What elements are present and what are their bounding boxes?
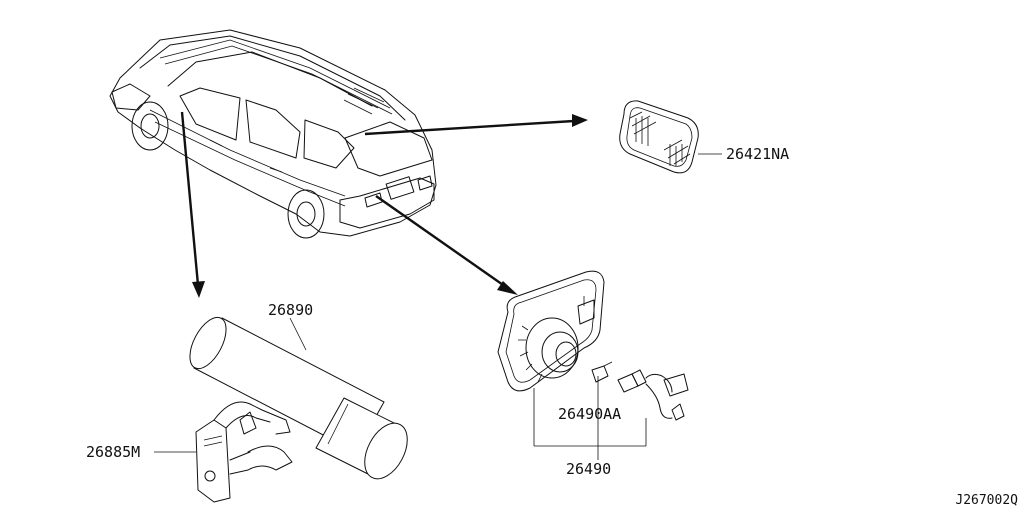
leader-arrows <box>180 111 588 298</box>
leader-26890 <box>289 317 307 351</box>
label-26490: 26490 <box>566 460 611 478</box>
label-26885M: 26885M <box>86 443 140 461</box>
lens-part <box>619 100 699 174</box>
vehicle-illustration <box>109 29 437 239</box>
flashlight-part <box>189 316 408 480</box>
bulb-part <box>591 361 613 383</box>
diagram-reference-code: J267002Q <box>955 493 1018 508</box>
lamp-assembly-part <box>497 270 605 392</box>
label-26890: 26890 <box>268 301 313 319</box>
label-26490AA: 26490AA <box>558 405 621 423</box>
bracket-part <box>195 401 293 503</box>
socket-harness-part <box>617 369 689 421</box>
leader-lamp-group <box>533 376 647 460</box>
label-26421NA: 26421NA <box>726 145 789 163</box>
